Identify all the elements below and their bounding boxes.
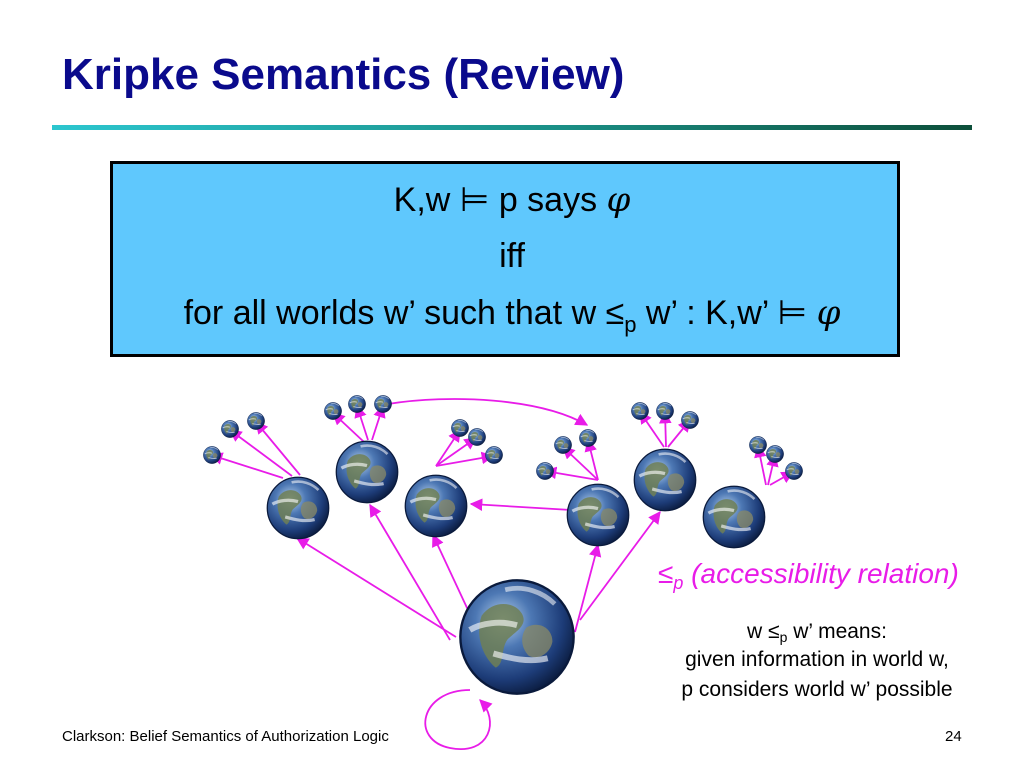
definition-line-3-text-a: for all worlds w’ such that w ≤ — [183, 294, 625, 332]
explanation-text-a: w ≤ — [747, 620, 780, 643]
subscript-p: p — [624, 312, 637, 337]
arrow-self-loop — [424, 689, 493, 751]
slide-title: Kripke Semantics (Review) — [62, 50, 625, 99]
explanation-line-3: p considers world w’ possible — [681, 678, 953, 701]
leaf-world-globe — [374, 395, 392, 413]
leaf-world-globe — [766, 445, 784, 463]
phi-symbol: φ — [606, 180, 631, 220]
arrow — [255, 421, 301, 476]
definition-line-1: K,w ⊨ p says φ — [0, 180, 1024, 220]
explanation-subscript: p — [779, 629, 788, 645]
arrow — [584, 438, 599, 481]
leaf-world-globe — [631, 402, 649, 420]
world-globe — [335, 440, 399, 504]
leaf-world-globe — [749, 436, 767, 454]
world-globe — [633, 448, 697, 512]
page-number: 24 — [945, 728, 962, 745]
leaf-world-globe — [324, 402, 342, 420]
leaf-world-globe — [247, 412, 265, 430]
arrow — [435, 437, 478, 467]
arrow — [435, 428, 461, 467]
leaf-world-globe — [348, 395, 366, 413]
arrow — [574, 543, 602, 633]
leaf-world-globe — [485, 446, 503, 464]
world-globe — [702, 485, 766, 549]
arrow — [369, 503, 451, 641]
leaf-world-globe — [554, 436, 572, 454]
leaf-world-globe — [579, 429, 597, 447]
leaf-world-globe — [536, 462, 554, 480]
arrow — [228, 429, 293, 477]
definition-line-2: iff — [499, 237, 525, 275]
arrow — [469, 498, 572, 511]
accessibility-relation-legend: ≤p (accessibility relation) — [658, 558, 959, 593]
explanation-line-2: given information in world w, — [685, 648, 949, 671]
arrow — [543, 466, 599, 481]
leaf-world-globe — [656, 402, 674, 420]
legend-subscript: p — [673, 573, 684, 593]
root-world-globe — [460, 580, 573, 693]
world-globe — [566, 483, 630, 547]
footer-caption: Clarkson: Belief Semantics of Authorizat… — [62, 728, 389, 745]
world-globe — [404, 474, 468, 538]
arrow — [387, 398, 589, 426]
arrow — [435, 451, 495, 467]
leaf-world-globe — [681, 411, 699, 429]
leaf-world-globe — [468, 428, 486, 446]
arrow — [562, 446, 599, 481]
phi-symbol: φ — [816, 293, 841, 333]
arrow — [209, 452, 284, 479]
arrow — [579, 510, 661, 621]
definition-box — [110, 161, 900, 357]
arrow — [295, 537, 457, 638]
accessibility-arrows — [209, 398, 795, 751]
legend-text: (accessibility relation) — [683, 558, 959, 589]
leaf-world-globe — [451, 419, 469, 437]
arrow — [432, 533, 469, 611]
title-divider — [52, 125, 972, 130]
definition-line-3: for all worlds w’ such that w ≤p w’ : K,… — [0, 293, 1024, 337]
leaf-world-globe — [221, 420, 239, 438]
definition-line-3-text-b: w’ : K,w’ ⊨ — [636, 294, 817, 332]
explanation-text-b: w’ means: — [787, 620, 887, 643]
definition-line-1-text: K,w ⊨ p says — [393, 181, 607, 219]
leaf-world-globe — [203, 446, 221, 464]
leaf-world-globe — [785, 462, 803, 480]
explanation-line-1: w ≤p w’ means: — [622, 620, 1012, 645]
legend-symbol: ≤ — [658, 558, 674, 589]
world-globe — [266, 476, 330, 540]
